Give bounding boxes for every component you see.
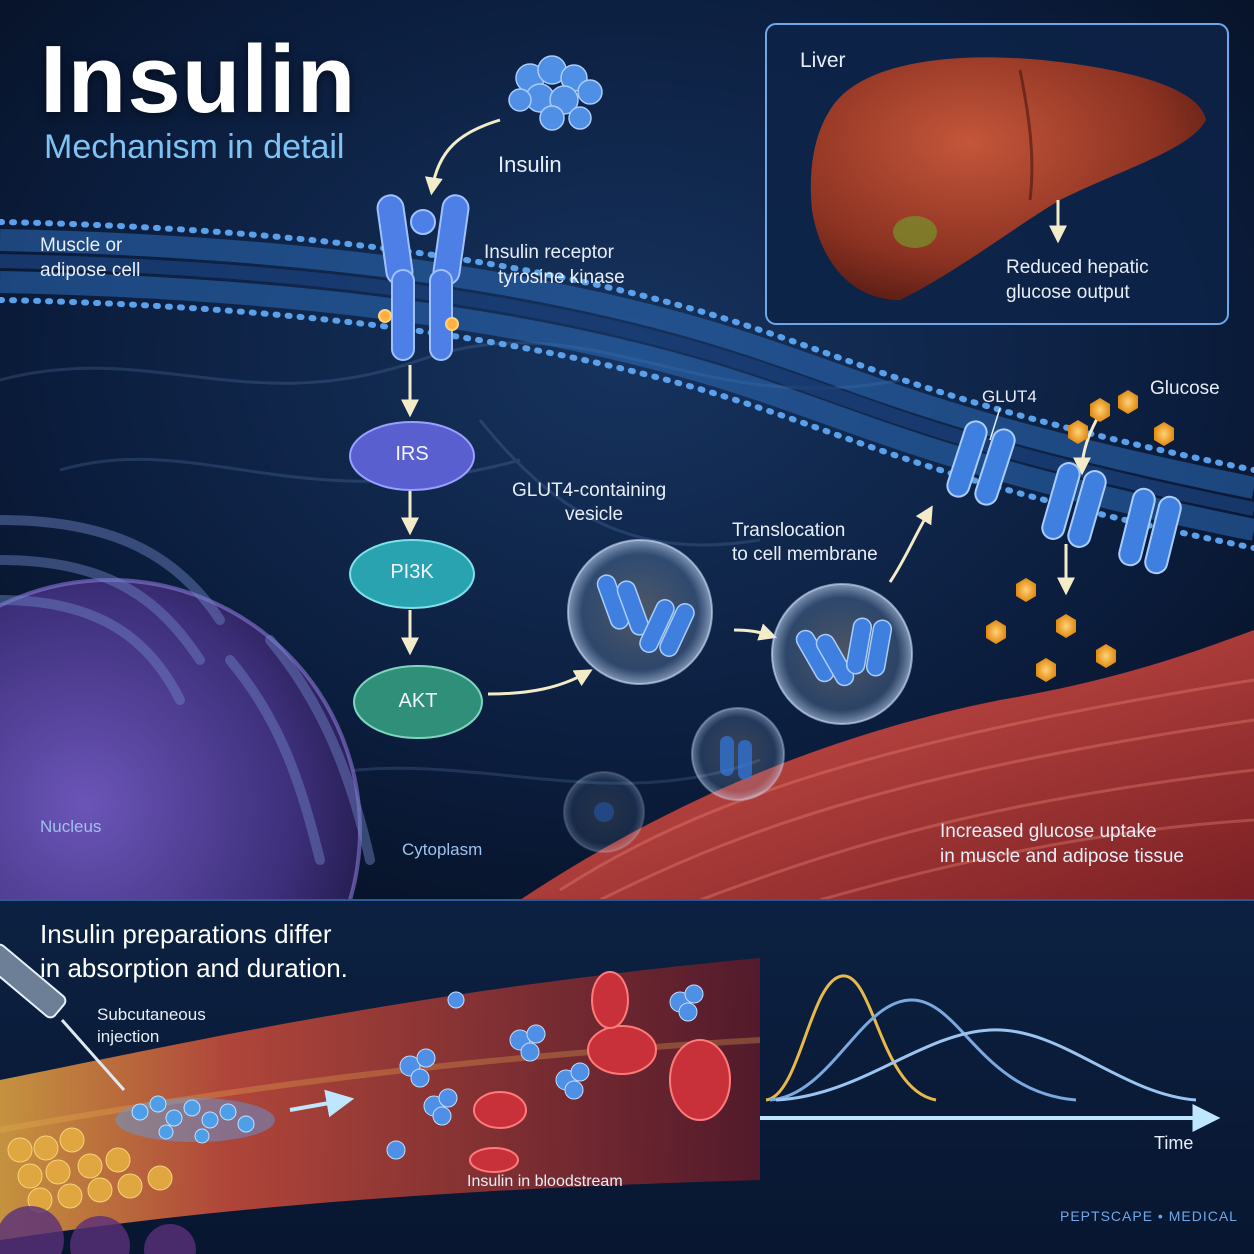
red-blood-cells	[469, 971, 731, 1173]
bloodstream-label: Insulin in bloodstream	[467, 1173, 623, 1190]
gallbladder	[893, 216, 937, 248]
translocation-label-line2: to cell membrane	[732, 544, 878, 565]
vesicle-label-line1: GLUT4-containing	[512, 480, 667, 501]
cell-type-label-line1: Muscle or	[40, 235, 123, 256]
nucleus-label: Nucleus	[40, 817, 102, 836]
glucose-label: Glucose	[1150, 378, 1220, 399]
page-title: Insulin	[40, 26, 357, 133]
glut4-leader-line	[989, 407, 1001, 441]
uptake-label-line2: in muscle and adipose tissue	[940, 846, 1184, 867]
translocation-label-line1: Translocation	[732, 520, 846, 541]
glut4-vesicle-2	[771, 583, 913, 725]
bottom-heading-line1: Insulin preparations differ	[40, 919, 332, 949]
muscle-tissue	[520, 630, 1254, 902]
insulin-receptor	[376, 194, 470, 361]
glut4-vesicle-1	[567, 539, 713, 685]
endoplasmic-reticulum	[0, 515, 375, 865]
akt-node	[353, 665, 483, 739]
pi3k-node	[349, 539, 475, 609]
injection-label-line2: injection	[97, 1027, 160, 1046]
time-axis-label: Time	[1154, 1133, 1194, 1153]
cytoplasm-label: Cytoplasm	[402, 840, 483, 859]
absorption-arrow	[289, 1089, 355, 1118]
akt-label: AKT	[398, 690, 438, 712]
uptake-label-line1: Increased glucose uptake	[940, 821, 1157, 842]
bottom-heading-line2: in absorption and duration.	[40, 953, 348, 983]
brand-watermark: PEPTSCAPE • MEDICAL	[1060, 1208, 1238, 1224]
injection-label-line1: Subcutaneous	[97, 1005, 206, 1024]
pi3k-label: PI3K	[390, 561, 434, 583]
cell-type-label-line2: adipose cell	[40, 260, 141, 281]
irs-label: IRS	[395, 443, 429, 465]
glucose-molecules	[986, 390, 1174, 682]
syringe	[0, 943, 126, 1091]
irs-node	[349, 421, 475, 491]
tissue-cells	[0, 1206, 196, 1254]
glut4-vesicle-4	[563, 771, 645, 853]
liver-panel	[765, 23, 1229, 325]
liver-effect-line2: glucose output	[1006, 282, 1130, 303]
insulin-molecule	[508, 55, 603, 131]
bloodstream-insulin	[386, 984, 704, 1160]
receptor-label-line1: Insulin receptor	[484, 242, 614, 263]
insulin-depot	[115, 1095, 275, 1144]
liver-label: Liver	[800, 49, 846, 72]
liver-effect-line1: Reduced hepatic	[1006, 257, 1149, 278]
insulin-binding-arrow	[424, 118, 501, 196]
glut4-vesicle-3	[691, 707, 785, 801]
glut4-transporters	[946, 420, 1182, 575]
receptor-label-line2: tyrosine kinase	[498, 267, 625, 288]
glut4-label: GLUT4	[982, 387, 1037, 406]
vesicle-label-line2: vesicle	[565, 504, 624, 525]
insulin-label: Insulin	[498, 152, 562, 177]
insulin-action-curves	[765, 974, 1197, 1102]
page-subtitle: Mechanism in detail	[44, 128, 345, 166]
adipose-layer	[7, 1127, 173, 1213]
